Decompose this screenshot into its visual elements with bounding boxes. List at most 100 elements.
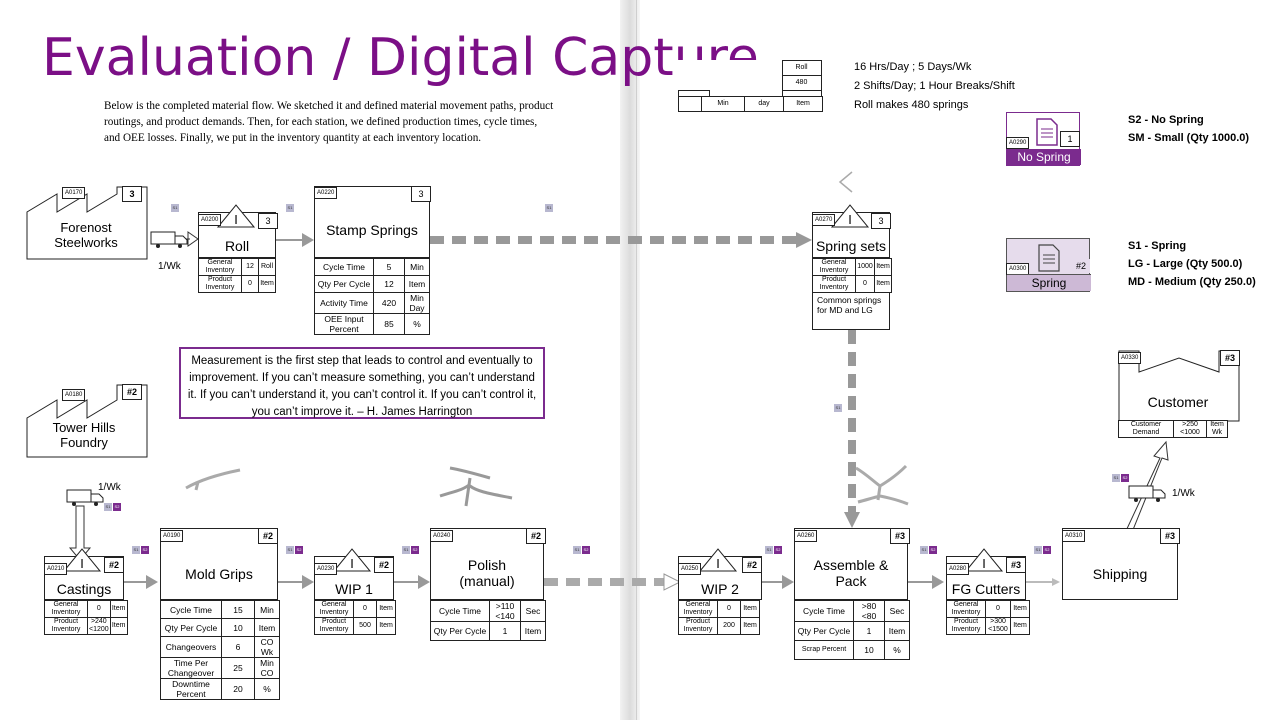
node-name: Roll [224,238,250,254]
inventory-triangle-icon: I [62,548,102,572]
row-unit: Item [109,617,128,635]
node-count: #2 [258,528,278,544]
tag-s1: S1 [132,546,140,554]
node-code: A0230 [314,563,338,575]
row-value: 15 [221,600,255,619]
row-unit: Min CO [254,657,280,679]
row-unit: % [884,640,910,660]
node-count: 3 [411,186,431,202]
svg-text:I: I [350,557,354,571]
node-name: Polish (manual) [459,557,515,589]
node-code: A0240 [430,530,454,542]
row-value: 0 [717,600,741,618]
tag-s1: S1 [402,546,410,554]
node-code: A0200 [198,214,222,226]
row-value: 500 [353,617,377,635]
row-unit: Roll [258,258,276,276]
row-unit: Item [874,258,892,276]
legend-spring: A0300 #2 Spring [1006,238,1091,292]
tag-s1: S1 [286,546,294,554]
shift-info-line: 2 Shifts/Day; 1 Hour Breaks/Shift [854,80,1015,92]
document-icon [1036,118,1058,146]
node-count: 3 [871,213,891,229]
row-label: Changeovers [160,636,222,658]
row-unit: Min [254,600,280,619]
factory-icon [1118,350,1240,422]
legend-code: A0290 [1006,137,1030,149]
row-value: 0 [87,600,111,618]
row-label: Cycle Time [314,258,374,276]
row-value: 420 [373,292,405,314]
shift-info-line: Roll makes 480 springs [854,99,969,111]
node-count: #3 [1220,350,1240,366]
row-value: >240 <1200 [87,617,111,635]
row-unit: Item [376,617,396,635]
row-value: 20 [221,678,255,700]
row-label: General Inventory [44,600,88,618]
legend-line: SM - Small (Qty 1000.0) [1128,132,1250,144]
delivery-frequency: 1/Wk [1172,488,1195,499]
row-value: 10 [221,618,255,637]
node-code: A0180 [62,389,86,401]
row-value: 1000 [855,258,875,276]
shift-info: 16 Hrs/Day ; 5 Days/Wk 2 Shifts/Day; 1 H… [854,58,1015,115]
row-unit: Item [884,621,910,641]
legend-count: #2 [1072,259,1090,273]
legend-title: S1 - Spring [1128,240,1187,252]
tag-s2: S2 [582,546,590,554]
node-name: Tower Hills Foundry [52,420,116,450]
node-name: Customer [1147,394,1209,410]
node-code: A0170 [62,187,86,199]
factory-icon [26,384,148,458]
svg-text:I: I [234,213,238,227]
svg-text:I: I [982,557,986,571]
node-count: 3 [122,186,142,202]
row-unit: % [254,678,280,700]
row-label: Cycle Time [160,600,222,619]
truck-icon [66,489,104,506]
document-icon [1038,244,1060,272]
row-value: 12 [373,275,405,293]
page-fold-line [636,0,637,720]
row-unit: Item [376,600,396,618]
row-unit: Item [520,621,546,641]
node-count: #2 [374,557,394,573]
node-name: WIP 2 [701,581,739,597]
node-name: Forenost Steelworks [54,220,118,250]
legend-no-spring: A0290 1 No Spring [1006,112,1081,166]
row-value: >300 <1500 [985,617,1011,635]
legend-count: 1 [1060,131,1080,147]
tag-s2: S2 [1121,474,1129,482]
page-title: Evaluation / Digital Capture [42,28,759,88]
tag-s1: S1 [104,503,112,511]
row-value: 0 [855,275,875,293]
node-name: FG Cutters [951,581,1021,597]
inventory-triangle-icon: I [698,548,738,572]
row-label: Cycle Time [794,600,854,622]
row-label: Activity Time [314,292,374,314]
node-count: #2 [742,557,762,573]
row-label: General Inventory [946,600,986,618]
row-label: Cycle Time [430,600,490,622]
node-code: A0250 [678,563,702,575]
row-value: 85 [373,313,405,335]
node-name: WIP 1 [335,581,373,597]
tag-s1: S1 [765,546,773,554]
node-name: Mold Grips [185,566,253,582]
tag-s2: S2 [774,546,782,554]
row-unit: % [404,313,430,335]
row-value: >110 <140 [489,600,521,622]
row-unit: CO Wk [254,636,280,658]
node-code: A0280 [946,563,970,575]
node-name: Shipping [1092,566,1148,582]
row-label: Qty Per Cycle [794,621,854,641]
row-label: Product Inventory [678,617,718,635]
row-value: 0 [241,275,259,293]
legend-label: Spring [1007,274,1091,291]
